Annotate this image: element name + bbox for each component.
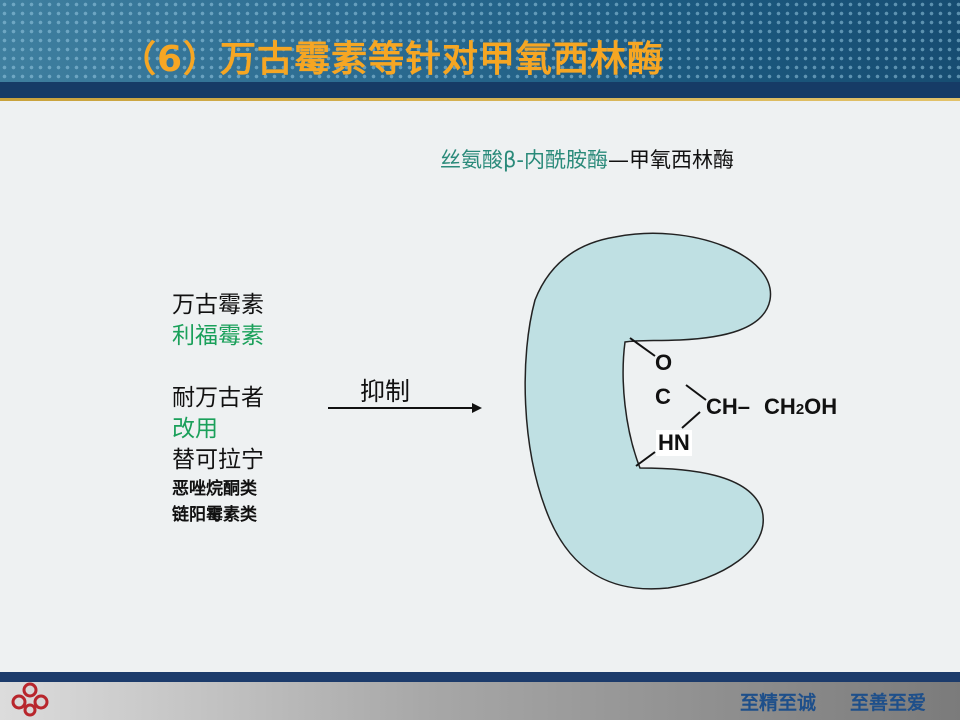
atom-ch2: CH [764, 394, 796, 419]
molecule-side-chain: CH–CH2OH [706, 394, 837, 420]
drug-vancomycin-resistant: 耐万古者 [172, 385, 264, 411]
drug-vancomycin: 万古霉素 [172, 292, 264, 318]
atom-o: O [655, 350, 673, 375]
bond-dash: – [737, 394, 751, 419]
drug-list: 万古霉素 利福霉素 耐万古者 改用 替可拉宁 恶唑烷酮类 链阳霉素类 [172, 290, 264, 528]
drug-streptogramins: 链阳霉素类 [172, 505, 257, 525]
enzyme-body [524, 232, 772, 590]
header-accent-line [0, 98, 960, 101]
bond-c-ch [685, 384, 707, 401]
drug-teicoplanin: 替可拉宁 [172, 447, 264, 473]
subtitle-methicillinase: —甲氧西林酶 [607, 148, 734, 172]
drug-switch-to: 改用 [172, 416, 218, 442]
header-banner [0, 0, 960, 82]
atom-c: C [655, 384, 671, 409]
atom-oh: OH [804, 394, 838, 419]
inhibit-arrow-icon [328, 403, 482, 413]
motto-part2: 至善至爱 [849, 692, 926, 714]
footer-motto: 至精至诚 至善至爱 [740, 688, 926, 715]
footer-divider [0, 672, 960, 682]
school-logo-icon [11, 682, 49, 717]
bond-bottom [635, 451, 656, 467]
bond-top [629, 337, 656, 357]
motto-part1: 至精至诚 [739, 692, 816, 714]
drug-oxazolidinones: 恶唑烷酮类 [172, 479, 257, 499]
slide-content [0, 101, 960, 672]
slide-title: （6）万古霉素等针对甲氧西林酶 [120, 39, 665, 80]
subtitle-enzyme: 丝氨酸β-内酰胺酶 [440, 148, 608, 172]
subtitle: 丝氨酸β-内酰胺酶—甲氧西林酶 [440, 144, 734, 174]
header-divider [0, 82, 960, 98]
bond-ch-hn [681, 411, 701, 429]
atom-hn: HN [656, 430, 692, 456]
subscript-2: 2 [795, 401, 805, 418]
drug-rifamycin: 利福霉素 [172, 323, 264, 349]
inhibit-label: 抑制 [360, 377, 411, 406]
atom-ch: CH [706, 394, 738, 419]
